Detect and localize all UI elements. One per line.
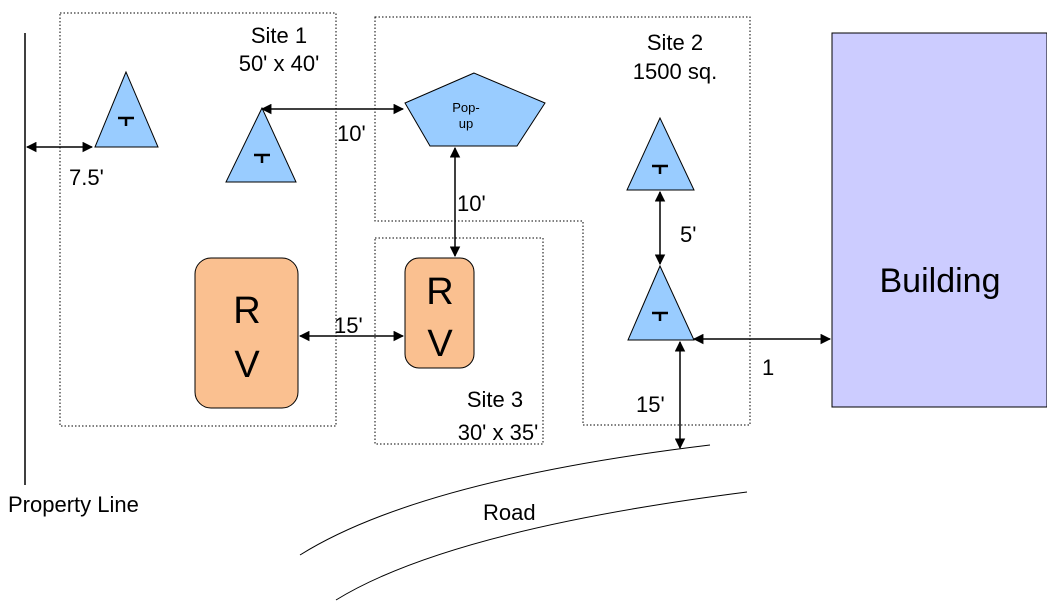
popup-label-line1: Pop- xyxy=(452,100,479,115)
dimension-label: 15' xyxy=(334,313,363,338)
tent-icon xyxy=(94,70,159,148)
dimension-label: 15' xyxy=(636,392,665,417)
popup-camper-icon: Pop- up xyxy=(404,72,546,147)
dimension-label: 1 xyxy=(762,355,774,380)
dimension-label: 10' xyxy=(457,191,486,216)
road-label: Road xyxy=(483,500,536,525)
tent-icon xyxy=(626,116,695,191)
site1-boundary xyxy=(59,12,337,427)
road-curve-top xyxy=(299,444,711,556)
site1-name: Site 1 xyxy=(251,23,307,48)
dimension-label: 10' xyxy=(337,121,366,146)
building-icon xyxy=(831,32,1047,408)
site3-size: 30' x 35' xyxy=(458,420,539,445)
site2-size: 1500 sq. xyxy=(633,59,717,84)
rv-icon: R V xyxy=(194,257,299,409)
popup-label-line2: up xyxy=(459,116,473,131)
building-label: Building xyxy=(880,262,1001,300)
rv-label-line2: V xyxy=(427,323,453,365)
site2-boundary xyxy=(374,16,751,426)
road-curve-bottom xyxy=(335,491,748,601)
rv-label-line1: R xyxy=(233,290,260,332)
tent-icon xyxy=(627,264,695,341)
dimension-label: 5' xyxy=(680,222,696,247)
site3-name: Site 3 xyxy=(467,387,523,412)
tent-icon xyxy=(225,106,297,183)
rv-icon: R V xyxy=(404,257,475,369)
rv-label-line1: R xyxy=(426,271,453,313)
site2-name: Site 2 xyxy=(647,30,703,55)
dimension-label: 7.5' xyxy=(69,165,104,190)
property-line-label: Property Line xyxy=(8,492,139,517)
site1-size: 50' x 40' xyxy=(239,51,320,76)
rv-label-line2: V xyxy=(234,344,260,386)
